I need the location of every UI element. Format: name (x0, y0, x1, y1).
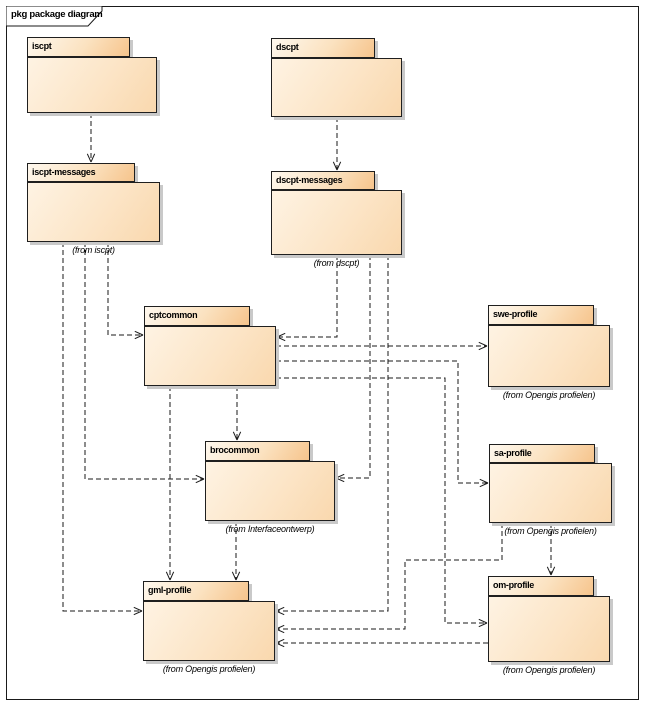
package-tab (143, 581, 249, 601)
package-caption: (from Opengis profielen) (502, 665, 596, 675)
package-tab (271, 171, 375, 190)
package-body (271, 58, 402, 117)
package-tab (27, 163, 135, 182)
package-label: iscpt-messages (32, 167, 96, 177)
package-body (27, 182, 160, 242)
package-body (488, 325, 610, 387)
dependency-dscpt-messages-to-cptcommon (276, 255, 338, 342)
package-label: dscpt (276, 42, 299, 52)
package-label: cptcommon (149, 310, 198, 320)
package-tab (488, 305, 594, 325)
dependency-cptcommon-to-gml-profile (165, 386, 175, 581)
package-body (144, 326, 276, 386)
dependency-brocommon-to-gml-profile (231, 521, 241, 581)
package-tab (271, 38, 375, 58)
package-body (488, 596, 610, 662)
dependency-iscpt-messages-to-brocommon (84, 242, 205, 484)
diagram-frame (6, 6, 639, 700)
package-tab (488, 576, 594, 596)
dependency-cptcommon-to-sa-profile (276, 360, 489, 488)
package-caption: (from dscpt) (313, 258, 360, 268)
package-label: dscpt-messages (276, 175, 343, 185)
dependency-cptcommon-to-brocommon (232, 386, 242, 441)
dependency-cptcommon-to-swe-profile (276, 341, 488, 351)
frame-title-pentagon (6, 6, 103, 27)
package-tab (27, 37, 130, 57)
package-label: swe-profile (493, 309, 538, 319)
dependency-sa-profile-to-om-profile (546, 523, 556, 576)
package-label: om-profile (493, 580, 534, 590)
dependency-dscpt-messages-to-gml-profile (275, 255, 389, 616)
package-tab (205, 441, 310, 461)
package-caption: (from iscpt) (72, 245, 115, 255)
package-caption: (from Interfaceontwerp) (225, 524, 315, 534)
package-tab (144, 306, 250, 326)
package-label: iscpt (32, 41, 52, 51)
package-caption: (from Opengis profielen) (504, 526, 597, 536)
package-caption: (from Opengis profielen) (502, 390, 596, 400)
package-label: gml-profile (148, 585, 192, 595)
package-label: sa-profile (494, 448, 532, 458)
package-body (205, 461, 335, 521)
package-tab (489, 444, 595, 463)
dependency-dscpt-messages-to-brocommon (335, 255, 371, 483)
dependency-iscpt-to-iscpt-messages (86, 113, 96, 163)
package-body (27, 57, 157, 113)
dependency-om-profile-to-gml-profile (275, 638, 488, 648)
package-label: brocommon (210, 445, 260, 455)
dependency-iscpt-messages-to-cptcommon (107, 242, 144, 340)
package-body (143, 601, 275, 661)
package-body (489, 463, 612, 523)
dependency-iscpt-messages-to-gml-profile (62, 242, 143, 616)
frame-title: pkg package diagram (11, 9, 103, 20)
dependency-sa-profile-to-gml-profile (275, 523, 503, 634)
package-caption: (from Opengis profielen) (162, 664, 256, 674)
package-body (271, 190, 402, 255)
dependency-cptcommon-to-om-profile (276, 377, 488, 628)
dependency-dscpt-to-dscpt-messages (332, 117, 342, 171)
